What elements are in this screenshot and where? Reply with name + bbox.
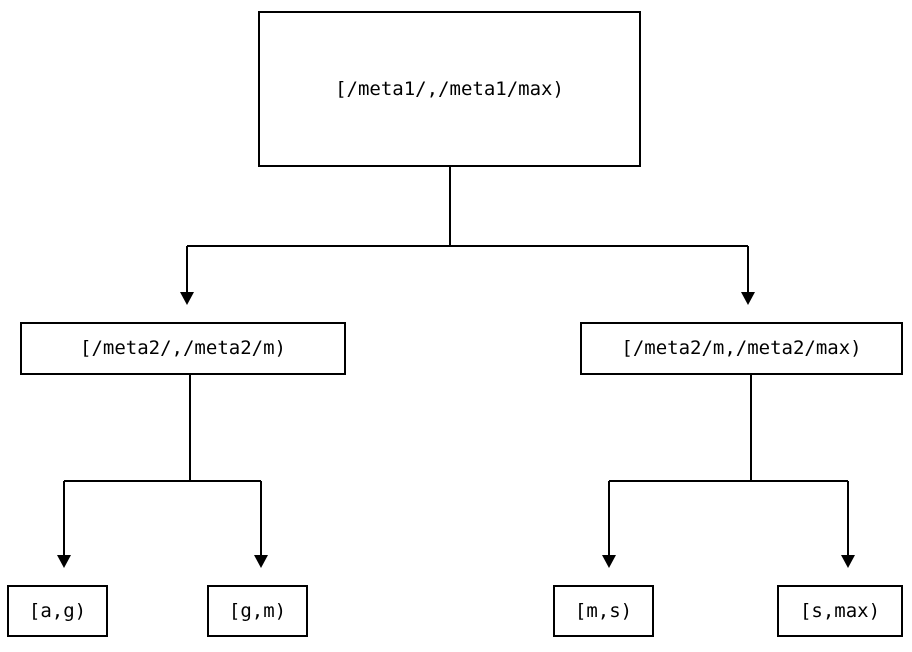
tree-node-label: [/meta2/,/meta2/m): [80, 337, 286, 359]
tree-node-mid-left: [/meta2/,/meta2/m): [20, 322, 346, 375]
tree-node-label: [m,s): [574, 599, 633, 622]
arrowhead-icon: [57, 555, 71, 568]
edge-mid-left-to-leaves: [57, 375, 268, 568]
tree-node-label: [/meta2/m,/meta2/max): [621, 337, 862, 359]
arrowhead-icon: [741, 292, 755, 305]
tree-node-leaf-3: [m,s): [553, 585, 654, 637]
arrowhead-icon: [254, 555, 268, 568]
arrowhead-icon: [602, 555, 616, 568]
tree-node-mid-right: [/meta2/m,/meta2/max): [580, 322, 903, 375]
edge-mid-right-to-leaves: [602, 375, 855, 568]
edge-root-to-mid-level: [180, 167, 755, 305]
tree-node-leaf-1: [a,g): [7, 585, 108, 637]
arrowhead-icon: [180, 292, 194, 305]
tree-node-label: [g,m): [228, 599, 287, 622]
tree-node-label: [s,max): [799, 599, 881, 622]
tree-node-root: [/meta1/,/meta1/max): [258, 11, 641, 167]
tree-node-leaf-2: [g,m): [207, 585, 308, 637]
arrowhead-icon: [841, 555, 855, 568]
tree-node-label: [a,g): [28, 599, 87, 622]
tree-node-label: [/meta1/,/meta1/max): [335, 77, 564, 100]
tree-node-leaf-4: [s,max): [777, 585, 903, 637]
